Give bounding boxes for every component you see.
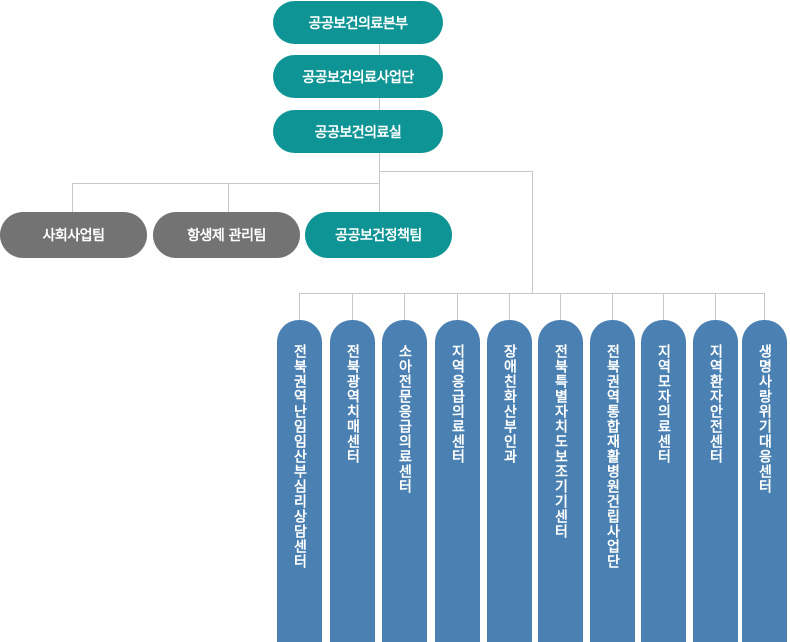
center-patient-safety[interactable]: 지역환자안전센터 bbox=[693, 320, 738, 642]
team-public-health-policy[interactable]: 공공보건정책팀 bbox=[305, 212, 452, 258]
headquarters-node[interactable]: 공공보건의료본부 bbox=[273, 1, 443, 44]
center-regional-emergency[interactable]: 지역응급의료센터 bbox=[435, 320, 480, 642]
center-disability-obstetrics[interactable]: 장애친화산부인과 bbox=[487, 320, 532, 642]
center-pediatric-emergency[interactable]: 소아전문응급의료센터 bbox=[382, 320, 427, 642]
center-infertility-counseling[interactable]: 전북권역난임임산부심리상담센터 bbox=[277, 320, 322, 642]
center-label: 전북권역난임임산부심리상담센터 bbox=[291, 344, 308, 569]
center-label: 소아전문응급의료센터 bbox=[396, 344, 413, 494]
team-label: 사회사업팀 bbox=[42, 228, 105, 244]
team-antibiotic-management[interactable]: 항생제 관리팀 bbox=[153, 212, 300, 258]
center-label: 지역모자의료센터 bbox=[655, 344, 672, 464]
center-label: 지역응급의료센터 bbox=[449, 344, 466, 464]
center-dementia[interactable]: 전북광역치매센터 bbox=[330, 320, 375, 642]
center-crisis-response[interactable]: 생명사랑위기대응센터 bbox=[742, 320, 787, 642]
center-maternal-child[interactable]: 지역모자의료센터 bbox=[641, 320, 686, 642]
center-label: 전북특별자치도보조기기센터 bbox=[552, 344, 569, 539]
center-assistive-devices[interactable]: 전북특별자치도보조기기센터 bbox=[538, 320, 583, 642]
headquarters-label: 공공보건의료본부 bbox=[308, 15, 408, 32]
center-label: 전북권역통합재활병원건립사업단 bbox=[604, 344, 621, 569]
team-social-work[interactable]: 사회사업팀 bbox=[0, 212, 147, 258]
division-label: 공공보건의료사업단 bbox=[302, 69, 414, 86]
team-label: 공공보건정책팀 bbox=[335, 228, 422, 244]
center-label: 생명사랑위기대응센터 bbox=[756, 344, 773, 494]
team-label: 항생제 관리팀 bbox=[187, 228, 266, 244]
division-node[interactable]: 공공보건의료사업단 bbox=[273, 55, 443, 98]
center-label: 지역환자안전센터 bbox=[707, 344, 724, 464]
center-label: 전북광역치매센터 bbox=[344, 344, 361, 464]
center-label: 장애친화산부인과 bbox=[501, 344, 518, 464]
office-label: 공공보건의료실 bbox=[314, 124, 402, 141]
office-node[interactable]: 공공보건의료실 bbox=[273, 110, 443, 153]
center-rehab-hospital-project[interactable]: 전북권역통합재활병원건립사업단 bbox=[590, 320, 635, 642]
